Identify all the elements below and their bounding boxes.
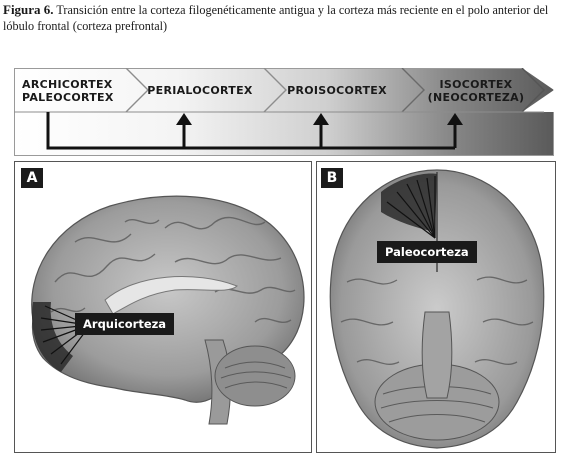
stage-archicortex: ARCHICORTEX PALEOCORTEX — [14, 68, 134, 113]
gradient-arrowhead — [522, 68, 554, 112]
figure-label: Figura 6. — [3, 2, 54, 17]
panel-a: A Arquicorteza — [14, 161, 312, 453]
ventral-brain-shape — [329, 169, 545, 449]
figure-caption: Figura 6. Transición entre la corteza fi… — [3, 2, 569, 34]
connector-line — [46, 112, 455, 150]
corpus-callosum — [104, 276, 238, 315]
stage-archicortex-label: ARCHICORTEX — [22, 77, 113, 91]
gyri-lines-a — [50, 216, 296, 323]
chevron-separator-2 — [263, 68, 287, 113]
connector-arrowhead-3 — [447, 113, 463, 125]
panel-b-letter: B — [321, 168, 343, 188]
caption-text: Transición entre la corteza filogenética… — [3, 3, 549, 33]
region-arrows-b — [386, 176, 436, 239]
cerebellum-folia — [220, 361, 292, 389]
orbital-dark-region — [381, 173, 437, 232]
sagittal-brain-image — [31, 195, 305, 425]
chevron-separator-4 — [521, 68, 545, 113]
stage-isocortex-label: ISOCORTEX — [439, 77, 513, 91]
stage-perialocortex: PERIALOCORTEX — [147, 84, 253, 97]
arquicorteza-label: Arquicorteza — [75, 313, 175, 335]
cortex-stages: ARCHICORTEX PALEOCORTEX PERIALOCORTEX PR… — [14, 68, 554, 113]
stage-paleocortex-label: PALEOCORTEX — [22, 90, 114, 104]
stage-isocortex: ISOCORTEX (NEOCORTEZA) — [406, 68, 546, 113]
prefrontal-dark-region — [32, 302, 73, 372]
panel-a-letter: A — [21, 168, 43, 188]
cerebellum — [214, 345, 296, 407]
stage-neocorteza-label: (NEOCORTEZA) — [427, 90, 525, 104]
panel-b: B Paleocorteza — [316, 161, 556, 453]
gyri-lines-b — [340, 276, 534, 365]
paleocorteza-label: Paleocorteza — [377, 241, 477, 263]
gradient-arrows-svg — [14, 68, 554, 150]
connector-arrowhead-2 — [313, 113, 329, 125]
chevron-separator-1 — [125, 68, 149, 113]
chevron-separator-3 — [401, 68, 425, 113]
ventral-brain-image — [329, 169, 545, 449]
connector-arrowhead-1 — [176, 113, 192, 125]
stage-proisocortex: PROISOCORTEX — [287, 84, 387, 97]
ventral-brainstem — [421, 311, 453, 399]
